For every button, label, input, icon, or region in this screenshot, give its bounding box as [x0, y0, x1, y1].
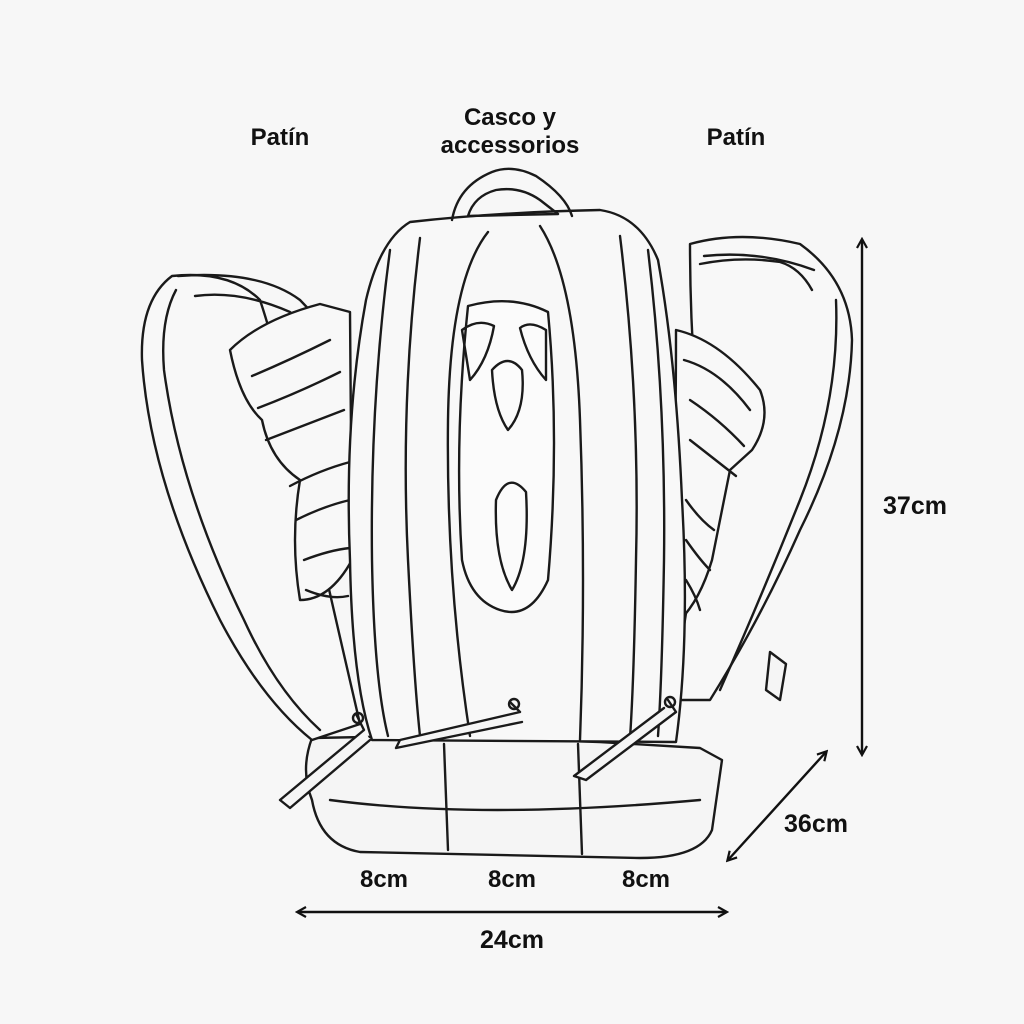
- center-compartment-label: Casco y accessorios: [420, 104, 600, 160]
- left-compartment-label: Patín: [250, 124, 310, 151]
- center-label-line1: Casco y: [463, 104, 557, 131]
- top-handle: [450, 167, 574, 222]
- zipper-pulls: [278, 695, 678, 810]
- right-compartment-label: Patín: [706, 124, 766, 151]
- depth-dimension-label: 36cm: [784, 810, 848, 838]
- dimension-arrows: [298, 240, 862, 912]
- bag-base: [304, 734, 724, 860]
- section-center-label: 8cm: [487, 866, 537, 893]
- section-left-label: 8cm: [359, 866, 409, 893]
- center-label-line2: accessorios: [440, 132, 580, 159]
- height-dimension-label: 37cm: [883, 492, 947, 520]
- left-compartment: [140, 273, 362, 742]
- left-skate: [228, 302, 354, 602]
- depth-arrow: [728, 752, 826, 860]
- helmet: [457, 300, 556, 614]
- section-right-label: 8cm: [621, 866, 671, 893]
- total-width-label: 24cm: [480, 926, 544, 954]
